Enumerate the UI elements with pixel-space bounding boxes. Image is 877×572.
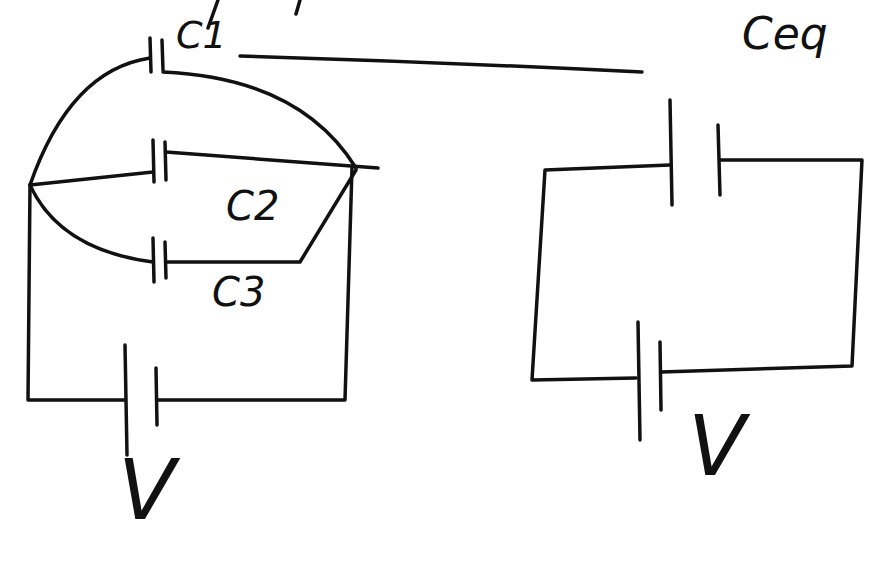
stroke-mark	[296, 0, 300, 14]
circuit-label: C3	[212, 272, 265, 312]
wire	[166, 152, 378, 168]
capacitor-symbol	[150, 38, 151, 72]
battery-symbol	[638, 322, 640, 440]
circuit-label: Ceq	[742, 12, 828, 56]
wire	[30, 185, 153, 262]
wire	[661, 160, 862, 372]
circuit-label: V	[118, 448, 175, 532]
capacitor-symbol	[670, 100, 672, 205]
capacitor-symbol	[162, 40, 163, 70]
capacitor-symbol	[153, 238, 154, 282]
wire	[157, 168, 352, 400]
battery-symbol	[125, 345, 127, 455]
capacitor-symbol	[165, 142, 166, 180]
circuit-label: C2	[226, 186, 279, 226]
pointer-line	[240, 56, 642, 72]
capacitor-symbol	[165, 242, 166, 278]
capacitor-symbol	[153, 140, 154, 182]
wire	[28, 185, 124, 400]
wire	[532, 165, 670, 380]
circuit-label: C1	[176, 16, 227, 54]
wire	[166, 170, 356, 262]
wire	[30, 172, 153, 185]
circuit-label: V	[688, 404, 745, 488]
battery-symbol	[660, 342, 661, 410]
battery-symbol	[156, 368, 157, 425]
wire	[30, 58, 150, 185]
